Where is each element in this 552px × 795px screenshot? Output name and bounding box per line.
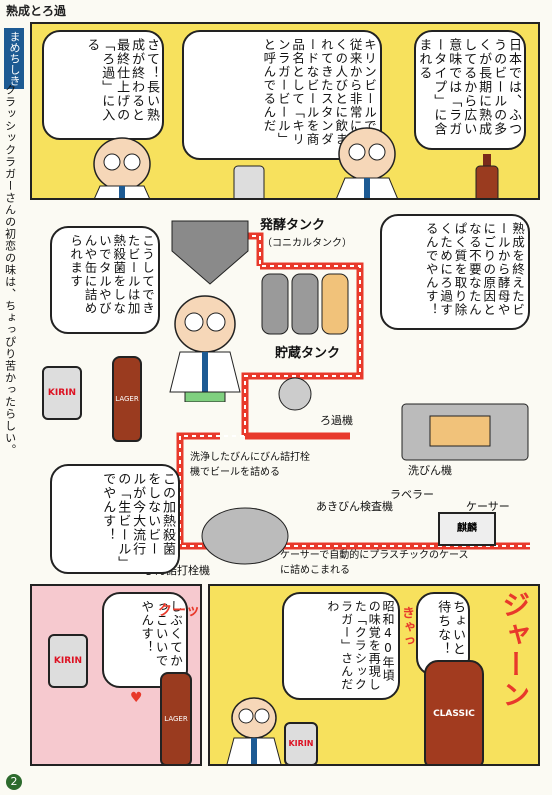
plastic-case: 麒麟 — [438, 512, 496, 546]
label-ferment-tank: 発酵タンク — [260, 218, 326, 233]
filter-machine-icon — [278, 377, 312, 411]
sound-effect-kya: きゃっ — [398, 606, 414, 648]
lager-bottle-character: LAGER — [160, 672, 192, 764]
label-filler-note: 洗浄したびんにびん詰打栓機でビールを詰める — [190, 452, 310, 478]
label-filter: ろ過機 — [320, 414, 353, 427]
sound-effect-jaan: ジャーン — [498, 590, 532, 710]
kirin-can-character: KIRIN — [284, 722, 318, 764]
speech-bubble-filling: こうしてできたビールは加熱殺菌をしないでタルやびんや缶に詰められます — [50, 226, 160, 334]
panel-classic-lager: ちょいと待ちな！ 昭和40年頃の味覚を再現した「クラシックラガー」さんだわ きゃ… — [208, 584, 540, 766]
label-bottle-washer: 洗びん機 — [408, 464, 452, 477]
professor-figure-left — [93, 137, 151, 198]
label-case-note: ケーサーで自動的にプラスチックのケースに詰めこまれる — [280, 550, 469, 576]
process-diagram: 発酵タンク （コニカルタンク） 貯蔵タンク ろ過機 洗びん機 あきびん検査機 ラ… — [30, 206, 540, 577]
page-number: 2 — [6, 774, 22, 790]
lager-bottle-character: LAGER — [112, 356, 142, 442]
classic-lager-bottle-character: CLASSIC — [424, 660, 484, 764]
kirin-can-character: KIRIN — [48, 634, 88, 688]
speech-bubble-filtering: 熟成を終えたビールから酵母やにごりの原因となる不要なたんぱく質を取り除くためにろ… — [380, 214, 530, 330]
sound-effect-kuu: クーッ — [158, 603, 200, 619]
professor-figure-center — [336, 127, 398, 198]
speech-bubble-nama-beer: この加熱殺菌をしないビールが今大流行の「生ビール」でやんす！ — [50, 464, 180, 574]
panel-shibui: しぶくてかっこいいでやんす！ クーッ KIRIN ♥ LAGER — [30, 584, 202, 766]
heart-icon: ♥ — [130, 690, 143, 706]
bottle-washer-icon — [401, 403, 529, 461]
panel-intro: 日本では、ふつうのビールの多くが長期に熟成してるから広い意味では「ラガータイプ」… — [30, 22, 540, 200]
beer-can-icon — [233, 165, 265, 198]
production-pipeline — [176, 232, 530, 550]
speech-bubble-classic: 昭和40年頃の味覚を再現した「クラシックラガー」さんだわ — [282, 592, 400, 700]
professor-figure-right — [226, 697, 282, 764]
sidebar-tag: まめちしき — [4, 28, 24, 89]
kirin-can-character: KIRIN — [42, 366, 82, 420]
label-caser: ケーサー — [466, 500, 510, 513]
professor-figure-center — [169, 295, 241, 402]
speech-bubble-right: 日本では、ふつうのビールの多くが長期に熟成してるから広い意味では「ラガータイプ」… — [414, 30, 526, 150]
bottle-filler-icon — [201, 507, 289, 565]
storage-tank-icon — [261, 273, 349, 335]
speech-bubble-middle: キリンビールでは従来から非常に多くの人びとに飲まれてきたスタンダードなビールを商… — [182, 30, 382, 160]
fermentation-tank-icon — [171, 220, 249, 285]
series-title: 熟成とろ過 — [6, 4, 67, 18]
label-storage-tank: 貯蔵タンク — [275, 346, 341, 361]
label-inspector: あきびん検査機 — [316, 500, 393, 513]
label-labeler: ラベラー — [390, 488, 434, 501]
sidebar-note: クラッシックラガーさんの初恋の味は、ちょっぴり苦かったらしい。 — [3, 84, 17, 456]
beer-bottle-icon — [475, 154, 499, 198]
speech-bubble-left: さて！長い熟成が終わると最終仕上げの「ろ過」に入る — [42, 30, 164, 140]
label-conical-tank: （コニカルタンク） — [262, 238, 352, 249]
